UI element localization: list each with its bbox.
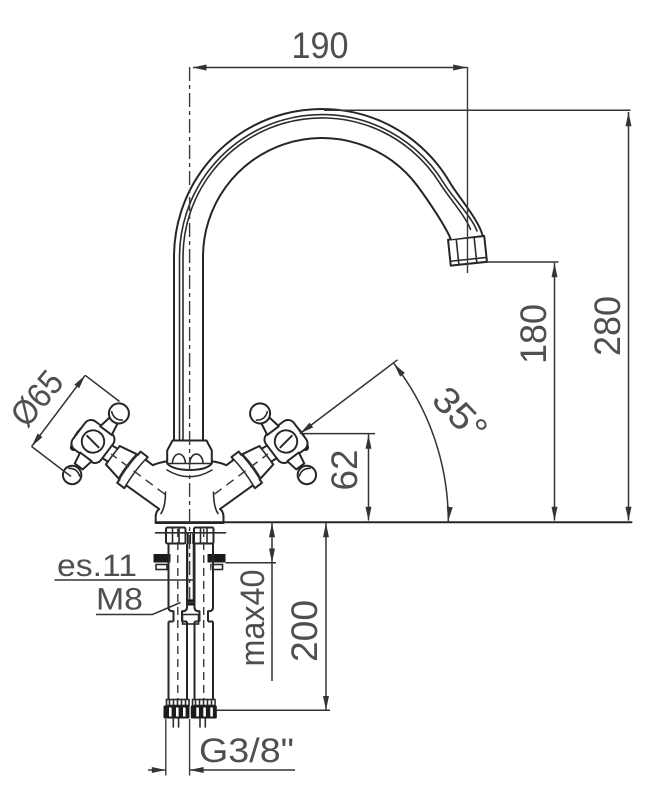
right-arm-centerline <box>213 453 269 495</box>
right-connection-fitting-rect-3 <box>210 707 213 717</box>
dim-max-deck-thickness-text: max40 <box>234 570 272 667</box>
dim-handle-height-text: 62 <box>324 450 365 491</box>
right-pipe-upper <box>193 543 214 622</box>
dim-outlet-height-text: 180 <box>513 304 554 364</box>
left-pipe-lower <box>167 620 188 700</box>
dim-spout-reach-arrowhead-icon <box>192 64 207 71</box>
dim-overall-height-arrowhead-icon <box>625 112 632 127</box>
left-connection-fitting <box>163 705 190 719</box>
left-arm-centerline <box>110 453 166 495</box>
right-connection-fitting-rect-1 <box>196 707 199 717</box>
clamp-bracket-left <box>153 554 171 563</box>
dim-handle-angle-line <box>299 359 398 435</box>
right-pipe-thread <box>191 698 216 707</box>
stud-thread-dark <box>187 533 194 544</box>
label-stud-thread-text: M8 <box>96 582 143 617</box>
spout-highlight-1 <box>178 113 478 441</box>
dim-overall-height: 280 <box>324 109 632 521</box>
dim-max-deck-thickness: max40 <box>225 522 276 681</box>
spout-highlight-2 <box>182 117 472 441</box>
dim-handle-angle: 35° <box>298 359 496 522</box>
dim-handle-angle-path <box>393 363 450 522</box>
faucet-outline <box>50 108 633 728</box>
dim-outlet-height-arrowhead-icon-1 <box>551 506 558 521</box>
dim-handwheel-diameter-line-2 <box>31 445 72 478</box>
dim-connection-thread: G3/8" <box>148 719 295 776</box>
nozzle-aerator-line <box>449 256 488 263</box>
right-pipe-lower <box>193 620 214 700</box>
spout-inner-edge <box>202 137 452 445</box>
dim-handle-height: 62 <box>303 432 375 521</box>
dim-outlet-height: 180 <box>486 261 559 521</box>
label-locknut-hex-text: es.11 <box>57 548 137 583</box>
spout-outer-edge <box>173 108 484 445</box>
label-stud-thread: M8 <box>96 582 181 617</box>
base-skirt-left <box>160 491 167 515</box>
dim-connection-thread-arrowhead-icon <box>151 767 166 773</box>
dim-spout-reach-text: 190 <box>292 25 349 66</box>
dim-overall-height-arrowhead-icon-1 <box>625 506 632 521</box>
clamp-plate-right <box>210 563 224 571</box>
left-locknut <box>165 526 187 545</box>
dim-tail-length-text: 200 <box>284 600 325 662</box>
dim-handwheel-diameter-text: Ø65 <box>3 363 71 434</box>
dim-tail-length-arrowhead-icon <box>323 523 329 538</box>
dim-handwheel-diameter-line-1 <box>84 374 120 403</box>
left-connection-fitting-rect-3 <box>183 707 186 717</box>
dim-tail-length: 200 <box>216 522 330 712</box>
dim-overall-height-text: 280 <box>587 296 628 356</box>
dim-spout-reach: 190 <box>192 25 469 273</box>
dim-outlet-height-arrowhead-icon <box>551 263 558 278</box>
collar-flat-left <box>171 453 187 465</box>
dim-handwheel-diameter-line <box>31 374 86 447</box>
dim-tail-length-arrowhead-icon-1 <box>323 696 329 710</box>
right-connection-fitting-rect-2 <box>203 707 206 717</box>
label-stud-thread-path <box>96 601 181 616</box>
base-skirt-right <box>212 491 219 515</box>
right-connection-fitting <box>190 705 217 719</box>
dim-handle-height-arrowhead-icon <box>365 434 372 449</box>
clamp-plate-left <box>155 563 168 571</box>
dim-max-deck-thickness-arrowhead-icon-1 <box>269 548 275 563</box>
clamp-bracket-right <box>207 554 226 563</box>
left-connection-fitting-rect-1 <box>169 707 172 717</box>
dim-connection-thread-text: G3/8" <box>199 732 294 770</box>
below-deck-assembly <box>153 526 227 728</box>
label-locknut-hex: es.11 <box>54 548 194 583</box>
dim-handle-height-arrowhead-icon-1 <box>365 506 372 521</box>
dim-max-deck-thickness-arrowhead-icon <box>269 523 275 538</box>
left-pipe-thread <box>165 698 190 707</box>
dim-spout-reach-arrowhead-icon-1 <box>453 64 468 71</box>
left-connection-fitting-rect-2 <box>176 707 179 717</box>
pipe-joint-bracket <box>181 613 200 625</box>
